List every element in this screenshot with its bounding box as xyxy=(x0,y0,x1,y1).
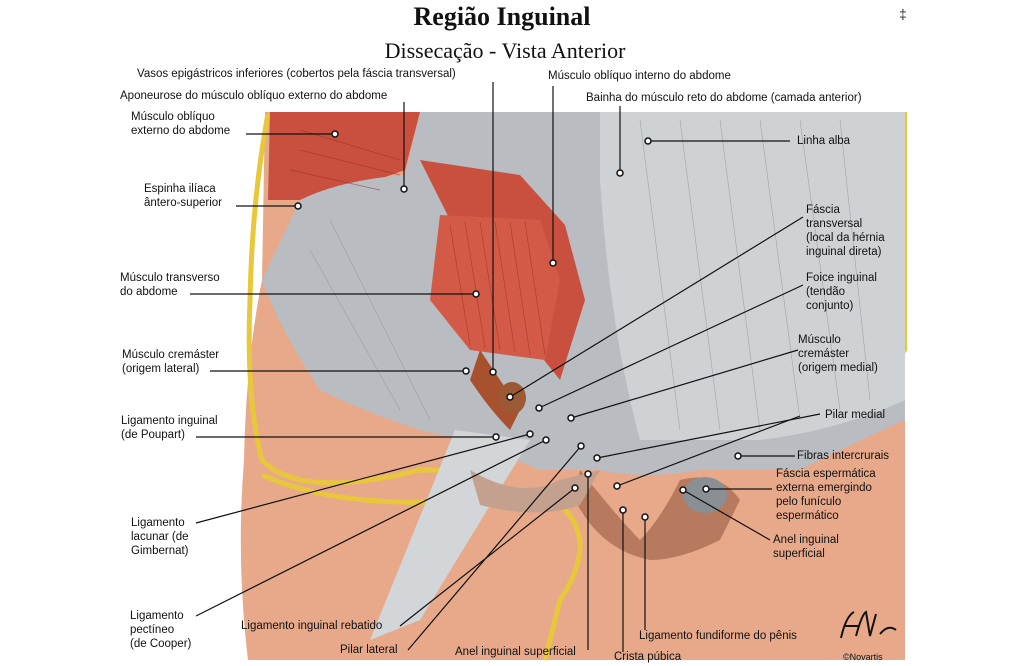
fat-edge-left xyxy=(246,113,470,486)
label-anel-superficial-bottom: Anel inguinal superficial xyxy=(455,646,576,658)
label-linha-alba: Linha alba xyxy=(797,135,851,147)
label-ligamento-rebatido: Ligamento inguinal rebatido xyxy=(241,620,383,632)
label-cremaster-lateral: Músculo cremáster (origem lateral) xyxy=(122,349,220,375)
thigh-fascia xyxy=(470,470,600,513)
artist-signature xyxy=(840,610,897,639)
copyright: ©Novartis xyxy=(843,652,883,662)
rectus-sheath xyxy=(600,112,905,440)
label-ligamento-inguinal: Ligamento inguinal (de Poupart) xyxy=(121,415,218,441)
label-vasos-epigastricos: Vasos epigástricos inferiores (cobertos … xyxy=(137,68,456,80)
transversus-muscle xyxy=(430,215,560,360)
label-pilar-lateral: Pilar lateral xyxy=(340,644,398,656)
label-obliquo-interno: Músculo oblíquo interno do abdome xyxy=(548,70,731,82)
superficial-ring xyxy=(683,477,727,513)
label-transverso: Músculo transverso do abdome xyxy=(120,272,220,298)
label-foice-inguinal: Foice inguinal (tendão conjunto) xyxy=(806,272,877,312)
pin-dots xyxy=(294,130,742,521)
label-aponeurose: Aponeurose do músculo oblíquo externo do… xyxy=(120,90,388,102)
label-obliquo-externo: Músculo oblíquo externo do abdome xyxy=(131,111,231,137)
label-fibras-intercrurais: Fibras intercrurais xyxy=(797,450,890,462)
corner-mark: ‡ xyxy=(899,6,907,22)
page-title: Região Inguinal xyxy=(413,2,591,31)
label-fascia-espermatica: Fáscia espermática externa emergindo pel… xyxy=(776,468,876,522)
label-cremaster-medial: Músculo cremáster (origem medial) xyxy=(798,334,878,374)
label-anel-superficial-right: Anel inguinal superficial xyxy=(773,534,839,560)
label-ligamento-pectineo: Ligamento pectíneo (de Cooper) xyxy=(130,610,192,650)
label-crista-pubica: Crista púbica xyxy=(614,651,682,663)
page-subtitle: Dissecação - Vista Anterior xyxy=(384,38,626,63)
leader-lines xyxy=(190,82,821,652)
label-fascia-transversal: Fáscia transversal (local da hérnia ingu… xyxy=(806,204,885,258)
label-espinha-iliaca: Espinha ilíaca ântero-superior xyxy=(144,183,222,209)
label-bainha-reto: Bainha do músculo reto do abdome (camada… xyxy=(586,92,862,104)
label-pilar-medial: Pilar medial xyxy=(825,409,886,421)
label-ligamento-lacunar: Ligamento lacunar (de Gimbernat) xyxy=(131,517,189,557)
label-ligamento-fundiforme: Ligamento fundiforme do pênis xyxy=(639,630,797,642)
